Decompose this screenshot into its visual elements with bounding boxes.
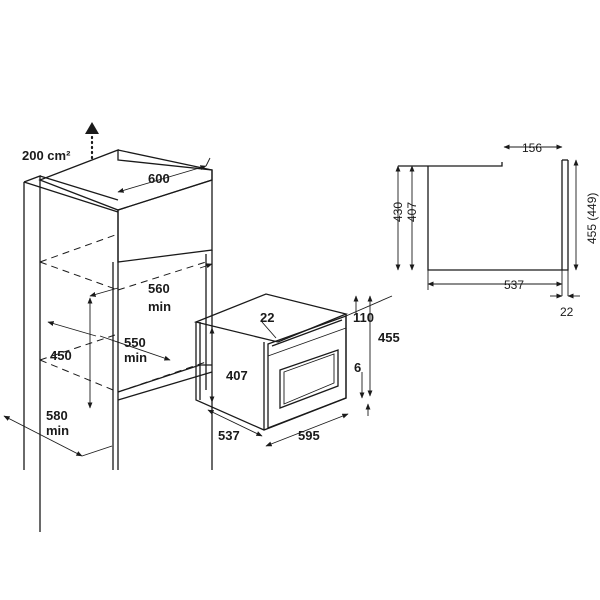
top-offset-label: 22	[260, 310, 274, 325]
niche-height-label: 450	[50, 348, 72, 363]
oven-device	[193, 293, 393, 447]
depth-min-label: min	[124, 350, 147, 365]
top-clearance-label: 110	[353, 310, 374, 325]
side-view-labels: 156 537 22 430 407 455 (449)	[391, 141, 599, 319]
device-width-label: 595	[298, 428, 320, 443]
side-height-inner-label: 407	[405, 202, 419, 222]
side-front-height-label: 455 (449)	[585, 193, 599, 244]
vent-arrow-icon	[85, 122, 99, 134]
inner-width-min-label: min	[148, 299, 171, 314]
oven-labels: 22 110 455 407 6 537 595	[218, 310, 400, 443]
oven-window	[279, 349, 339, 409]
side-door-offset-label: 156	[522, 141, 542, 155]
side-view	[395, 144, 580, 299]
cabinet-depth-label: 580	[46, 408, 68, 423]
depth-label: 550	[124, 335, 146, 350]
bottom-offset-label: 6	[354, 360, 361, 375]
cabinet-depth-min-label: min	[46, 423, 69, 438]
left-side-panel	[23, 175, 41, 532]
cabinet-niche	[3, 122, 213, 532]
side-height-outer-label: 430	[391, 202, 405, 222]
niche-width-label: 600	[148, 171, 170, 186]
side-door-thickness-label: 22	[560, 305, 574, 319]
inner-width-label: 560	[148, 281, 170, 296]
device-height-label: 407	[226, 368, 248, 383]
total-height-label: 455	[378, 330, 400, 345]
cabinet-labels: 200 cm² 600 560 min 450 550 min 580 min	[22, 148, 171, 438]
vent-area-label: 200 cm²	[22, 148, 71, 163]
device-depth-label: 537	[218, 428, 240, 443]
side-depth-label: 537	[504, 278, 524, 292]
